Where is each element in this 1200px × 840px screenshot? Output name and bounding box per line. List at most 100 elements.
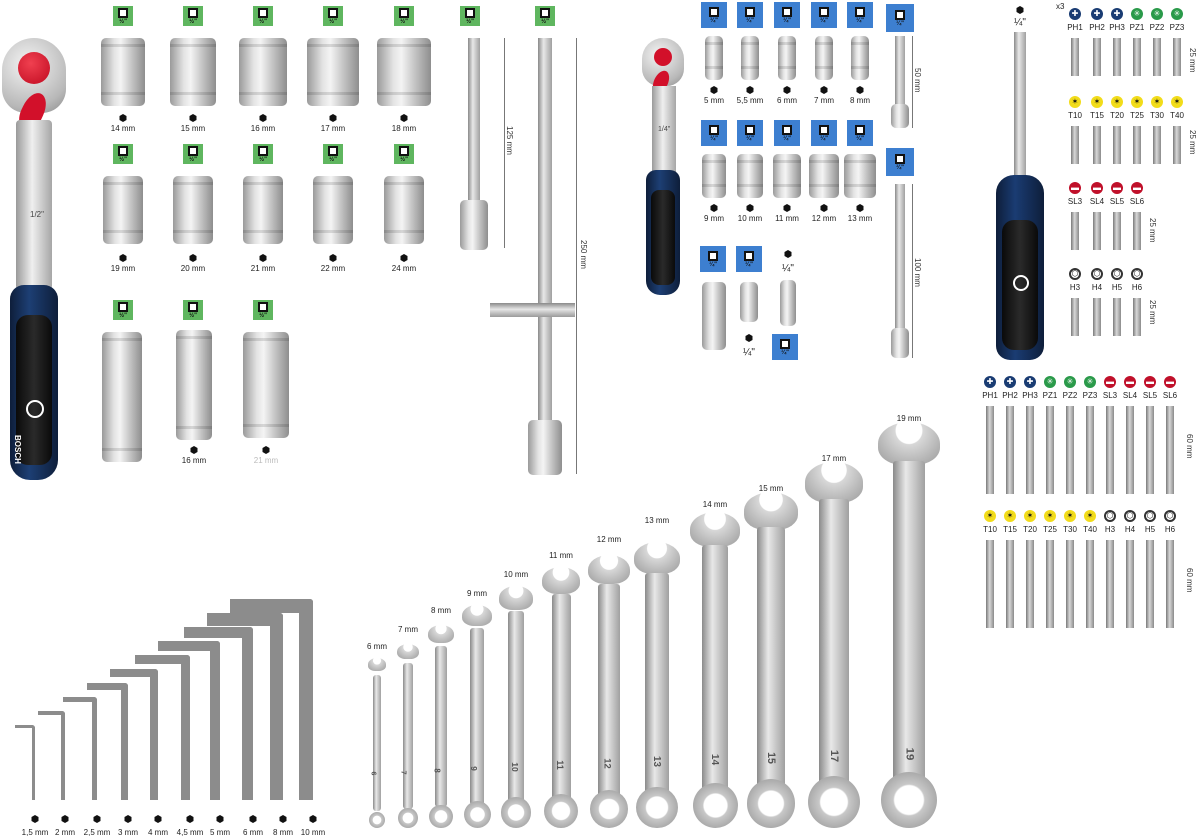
socket-half-r1-4 [377,38,431,106]
bit-short [1071,298,1079,336]
bit-long [986,406,994,494]
bit-label: H5 [1111,283,1123,292]
drive-badge-ext-short: ½" [460,6,480,26]
hex-icon [820,204,828,212]
wrench-ring-end [398,808,418,828]
socket-quarter-r2-1-ring [737,160,763,163]
bit-short [1071,38,1079,76]
bit-length: 25 mm [1188,130,1197,155]
socket-half-r2-3 [313,176,353,244]
wrench-ring-end [881,772,937,828]
hex-key [230,599,313,800]
hex-icon [259,114,267,122]
hex-icon [249,815,257,823]
drive-badge-half-text: ½" [119,156,127,163]
drive-badge-half-text: ½" [119,18,127,25]
bit-label: PH1 [1067,23,1083,32]
hex-key-size: 5 mm [210,828,230,837]
drive-badge-half-text: ½" [329,156,337,163]
socket-size-label: 16 mm [250,124,276,133]
spark-plug-socket-21-ring [243,424,289,427]
drive-badge-quarter-square-icon [855,6,865,17]
bit-short [1093,126,1101,164]
bit-screwdriver: ¼" [990,0,1050,370]
socket-quarter-r1-3-ring [815,66,833,69]
socket-quarter-r1-1-ring [741,42,759,45]
bit-type-icon: ✳ [1064,376,1076,388]
hex-icon [710,86,718,94]
wrench-ring-end [590,790,628,828]
drive-badge-half: ½" [394,144,414,164]
wrench-number: 11 [554,760,565,770]
wrench-size-label: 9 mm [467,589,487,598]
extension-short [468,38,480,218]
bit-long [1026,406,1034,494]
bit-long [1046,406,1054,494]
socket-half-r1-4-ring [377,44,431,47]
hex-icon [746,86,754,94]
socket-size-label: 8 mm [850,96,870,105]
bit-short [1071,212,1079,250]
ratchet-size-label: 1/2" [30,210,44,219]
deep-socket-16-ring [176,426,212,429]
drive-badge-half-square-icon [258,301,268,312]
wrench-ring-end [463,801,491,828]
drive-badge-half-text: ½" [329,18,337,25]
bit-label: PH3 [1022,391,1038,400]
bit-type-icon: ✚ [1024,376,1036,388]
drive-badge-quarter-square-icon [819,6,829,17]
drive-badge-qext-long: ¼" [886,148,914,176]
bit-type-icon: ▬ [1091,182,1103,194]
wrench-number: 15 [764,752,777,764]
wrench-ring-end [500,797,532,828]
wrench-ring-end [543,793,579,828]
wrench-shaft [645,573,669,797]
wrench-ring-end [368,811,386,828]
socket-quarter-r2-2-ring [773,184,801,187]
drive-badge-half-text: ½" [259,156,267,163]
bit-label: T10 [983,525,997,534]
bit-label: T20 [1110,111,1124,120]
wrench-ring-end [746,779,796,828]
drive-badge-quarter-text: ¼" [856,135,864,142]
socket-half-r2-0-ring [103,182,143,185]
bit-long [1006,406,1014,494]
bit-type-icon: ✶ [1131,96,1143,108]
bit-type-icon: ✶ [1091,96,1103,108]
wrench-ring-end [429,804,453,828]
bit-label: H6 [1164,525,1176,534]
bit-label: SL3 [1067,197,1083,206]
bit-type-icon: ⬡ [1091,268,1103,280]
hex-icon [93,815,101,823]
wrench-open-end [499,586,533,610]
socket-size-label: 13 mm [847,214,873,223]
hex-icon-bit-holder [784,250,792,258]
adapter-drive-label: ¼" [743,347,755,358]
socket-quarter-r1-3-ring [815,42,833,45]
drive-badge-half-text: ½" [189,312,197,319]
bit-short [1173,38,1181,76]
extension-long-length: 250 mm [579,240,588,269]
bit-label: PZ3 [1082,391,1098,400]
socket-quarter-r2-0-ring [702,160,726,163]
ratchet-red-button [18,52,50,84]
bit-short [1093,212,1101,250]
drive-badge-quarter-square-icon [782,6,792,17]
socket-half-r1-2-ring [238,92,288,95]
drive-badge-half-square-icon [328,7,338,18]
socket-quarter-r2-0 [702,154,726,198]
hex-key [158,641,220,800]
wrench-size-label: 14 mm [702,500,728,509]
drive-badge-quarter-square-icon [819,124,829,135]
bit-type-icon: ▬ [1164,376,1176,388]
wrench-shaft [402,663,414,809]
bit-short [1133,298,1141,336]
wrench-size-label: 7 mm [398,625,418,634]
hex-icon [309,815,317,823]
bit-type-icon: ✶ [1064,510,1076,522]
bit-long [1046,540,1054,628]
drive-badge-half-square-icon [258,7,268,18]
hex-icon [856,204,864,212]
ratchet-quarter-shaft [652,86,676,176]
wrench-number: 7 [399,770,409,775]
